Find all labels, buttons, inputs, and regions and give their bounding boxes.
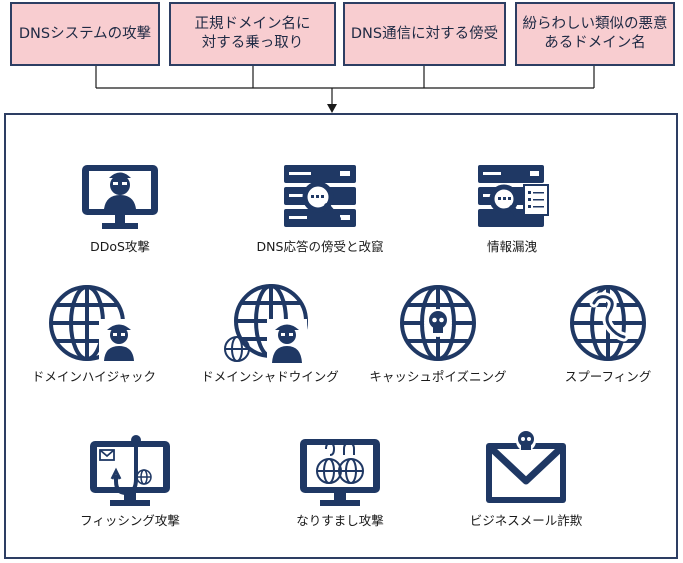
category-domain-hijack: 正規ドメイン名に 対する乗っ取り	[169, 2, 336, 66]
attack-label: ドメインシャドウイング	[201, 369, 339, 384]
category-lookalike-domain: 紛らわしい類似の悪意 あるドメイン名	[515, 2, 675, 66]
attack-domain-shadowing: ドメインシャドウイング	[180, 283, 360, 385]
attack-cache-poisoning: キャッシュポイズニング	[348, 283, 528, 385]
envelope-skull-icon	[486, 431, 566, 503]
attack-label: 情報漏洩	[486, 239, 537, 254]
globe-skull-icon	[400, 285, 476, 361]
attack-label: スプーフィング	[564, 369, 652, 384]
attack-phishing: フィッシング攻撃	[40, 435, 220, 529]
attack-dns-response-tampering: DNS応答の傍受と改竄	[230, 163, 410, 255]
attack-business-email-compromise: ビジネスメール詐欺	[436, 431, 616, 529]
connector-lines	[95, 66, 595, 113]
globe-shadow-hacker-icon	[224, 284, 308, 363]
server-document-magnifier-icon	[478, 165, 549, 227]
attack-label: なりすまし攻撃	[296, 513, 384, 528]
attack-domain-hijacking: ドメインハイジャック	[4, 283, 184, 385]
attack-label: DDoS攻撃	[90, 239, 150, 254]
monitor-masked-globes-icon	[300, 439, 380, 506]
arrow-head-icon	[327, 104, 337, 113]
category-dns-system-attack: DNSシステムの攻撃	[10, 2, 160, 66]
attack-label: ドメインハイジャック	[31, 369, 157, 384]
attack-types-panel: DDoS攻撃 DNS応答の傍受と改竄	[4, 113, 678, 559]
category-dns-interception: DNS通信に対する傍受	[343, 2, 506, 66]
attack-label: DNS応答の傍受と改竄	[256, 239, 384, 254]
globe-question-icon	[570, 285, 646, 361]
attack-ddos: DDoS攻撃	[30, 163, 210, 255]
attack-label: キャッシュポイズニング	[369, 369, 507, 384]
attack-information-leak: 情報漏洩	[422, 163, 602, 255]
globe-hacker-icon	[49, 285, 139, 361]
server-magnifier-icon	[284, 165, 356, 227]
monitor-hacker-icon	[82, 165, 158, 229]
attack-impersonation: なりすまし攻撃	[250, 435, 430, 529]
attack-label: ビジネスメール詐欺	[469, 513, 583, 528]
attack-spoofing: スプーフィング	[518, 283, 683, 385]
monitor-fishhook-icon	[90, 435, 170, 506]
attack-label: フィッシング攻撃	[80, 513, 180, 528]
